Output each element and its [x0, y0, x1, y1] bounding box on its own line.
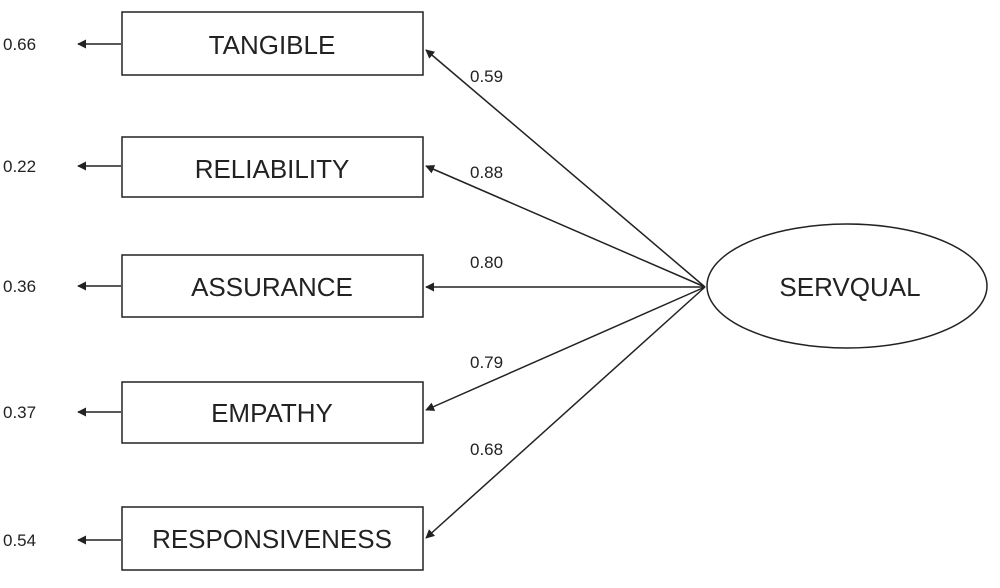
indicator-label: RESPONSIVENESS — [152, 524, 392, 554]
indicator-label: RELIABILITY — [195, 154, 350, 184]
loading-value: 0.80 — [470, 253, 503, 272]
latent-node: SERVQUAL — [706, 223, 988, 349]
indicator-box — [121, 136, 424, 198]
indicator-box — [121, 381, 424, 444]
indicator-label: EMPATHY — [211, 398, 333, 428]
indicator-responsiveness: RESPONSIVENESS 0.54 0.68 — [3, 286, 706, 571]
loading-path — [425, 286, 706, 539]
indicator-tangible: TANGIBLE 0.66 0.59 — [3, 11, 706, 288]
error-value: 0.36 — [3, 277, 36, 296]
error-value: 0.37 — [3, 403, 36, 422]
loading-value: 0.88 — [470, 163, 503, 182]
loading-value: 0.59 — [470, 67, 503, 86]
loading-path — [425, 286, 706, 411]
indicator-assurance: ASSURANCE 0.36 0.80 — [3, 253, 705, 318]
loading-path — [425, 165, 706, 288]
error-value: 0.54 — [3, 531, 36, 550]
loading-path — [425, 49, 706, 288]
latent-label: SERVQUAL — [779, 272, 920, 302]
indicator-box — [121, 506, 424, 571]
error-value: 0.22 — [3, 157, 36, 176]
indicator-reliability: RELIABILITY 0.22 0.88 — [3, 136, 706, 288]
error-value: 0.66 — [3, 35, 36, 54]
indicator-label: ASSURANCE — [191, 272, 353, 302]
loading-value: 0.68 — [470, 440, 503, 459]
indicator-box — [121, 254, 424, 318]
indicator-label: TANGIBLE — [209, 30, 336, 60]
indicator-empathy: EMPATHY 0.37 0.79 — [3, 286, 706, 444]
latent-ellipse — [706, 223, 988, 349]
loading-value: 0.79 — [470, 353, 503, 372]
indicator-box — [121, 11, 424, 76]
